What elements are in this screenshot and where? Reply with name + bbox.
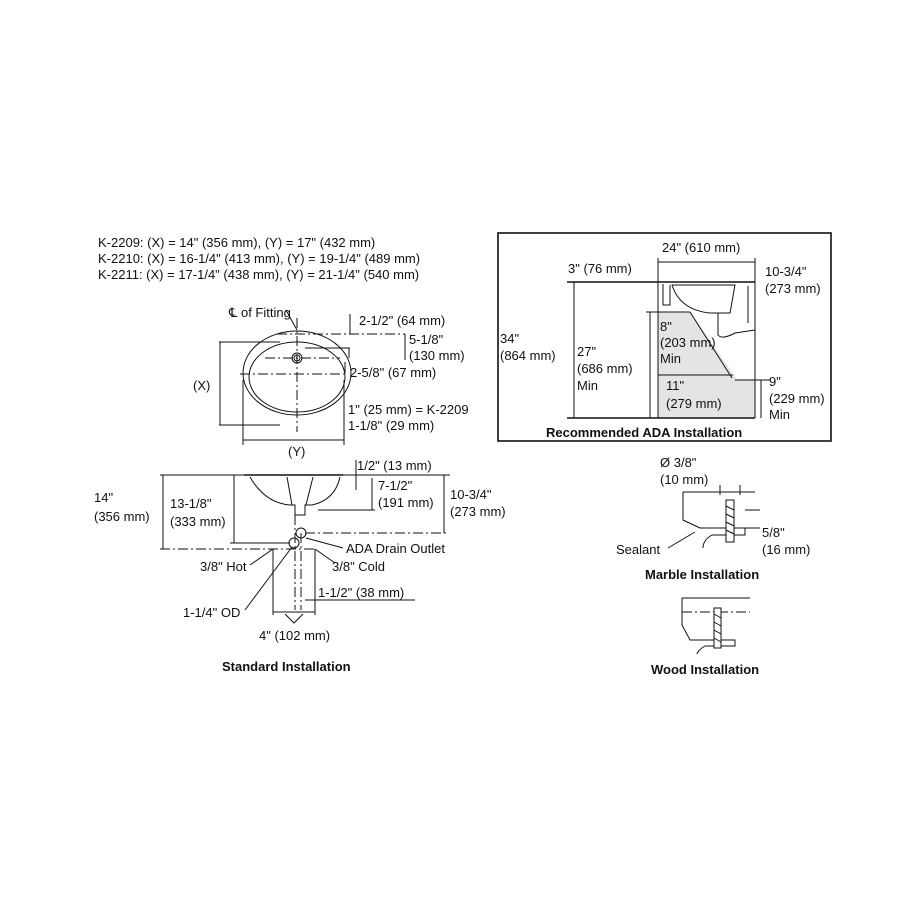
label-cold: 3/8" Cold [332, 559, 385, 574]
dim-34-mm: (864 mm) [500, 348, 556, 363]
basin-profile [249, 476, 341, 516]
wood-screw [713, 607, 722, 649]
model-k2209: K-2209: (X) = 14" (356 mm), (Y) = 17" (4… [98, 235, 375, 250]
model-k2211: K-2211: (X) = 17-1/4" (438 mm), (Y) = 21… [98, 267, 419, 282]
dim-8-mm: (203 mm) [660, 335, 716, 350]
model-k2210: K-2210: (X) = 16-1/4" (413 mm), (Y) = 19… [98, 251, 420, 266]
dim-1-2: 1/2" (13 mm) [357, 458, 432, 473]
dim-1-1-8: 1-1/8" (29 mm) [348, 418, 434, 433]
dim-3: 3" (76 mm) [568, 261, 632, 276]
label-cl-fitting: ℄ of Fitting [228, 305, 291, 320]
dim-1-1-2: 1-1/2" (38 mm) [318, 585, 404, 600]
dim-27: 27" [577, 344, 596, 359]
marble-counter [682, 491, 755, 549]
dim-1in: 1" (25 mm) = K-2209 [348, 402, 469, 417]
dim-27-min: Min [577, 378, 598, 393]
dim-10-3-4: 10-3/4" [450, 487, 492, 502]
dim-dia-mm: (10 mm) [660, 472, 708, 487]
label-y: (Y) [288, 444, 305, 459]
dim-5-1-8-mm: (130 mm) [409, 348, 465, 363]
dim-13-1-8-mm: (333 mm) [170, 514, 226, 529]
plan-view: ℄ of Fitting 2-1/2" (64 mm) 5-1/8" (130 … [193, 305, 469, 459]
marble-installation: Ø 3/8" (10 mm) Sealant 5/8" (16 mm) Marb… [616, 455, 810, 582]
standard-installation-title: Standard Installation [222, 659, 351, 674]
dim-2-5-8: 2-5/8" (67 mm) [350, 365, 436, 380]
dim-9-mm: (229 mm) [769, 391, 825, 406]
wood-counter [681, 597, 750, 655]
dim-4: 4" (102 mm) [259, 628, 330, 643]
wood-installation: Wood Installation [651, 597, 759, 677]
marble-clip-screw [725, 499, 735, 543]
dim-8: 8" [660, 319, 672, 334]
dim-11-mm: (279 mm) [666, 396, 722, 411]
standard-drain-circle [288, 537, 300, 549]
dim-5-1-8: 5-1/8" [409, 332, 444, 347]
dim-dia-3-8: Ø 3/8" [660, 455, 697, 470]
label-ada-drain-outlet: ADA Drain Outlet [346, 541, 445, 556]
dim-5-8: 5/8" [762, 525, 785, 540]
dim-27-mm: (686 mm) [577, 361, 633, 376]
ada-basin [671, 284, 736, 314]
dim-9: 9" [769, 374, 781, 389]
dim-14: 14" [94, 490, 113, 505]
dim-14-mm: (356 mm) [94, 509, 150, 524]
ada-drain-outlet-circle [295, 527, 307, 539]
marble-installation-title: Marble Installation [645, 567, 759, 582]
dim-ada-10-3-4-mm: (273 mm) [765, 281, 821, 296]
knee-clearance-area [658, 312, 755, 418]
dim-24: 24" (610 mm) [662, 240, 740, 255]
dim-13-1-8: 13-1/8" [170, 496, 212, 511]
dim-2-1-2: 2-1/2" (64 mm) [359, 313, 445, 328]
dim-34: 34" [500, 331, 519, 346]
wood-installation-title: Wood Installation [651, 662, 759, 677]
dim-10-3-4-mm: (273 mm) [450, 504, 506, 519]
label-sealant: Sealant [616, 542, 660, 557]
dim-8-min: Min [660, 351, 681, 366]
ada-installation-title: Recommended ADA Installation [546, 425, 742, 440]
dim-ada-10-3-4: 10-3/4" [765, 264, 807, 279]
label-od: 1-1/4" OD [183, 605, 240, 620]
label-hot: 3/8" Hot [200, 559, 247, 574]
ada-installation: 24" (610 mm) 3" (76 mm) 10-3/4" (273 mm)… [497, 232, 832, 442]
label-x: (X) [193, 378, 210, 393]
dim-9-min: Min [769, 407, 790, 422]
dim-11: 11" [666, 378, 684, 393]
standard-installation: 1/2" (13 mm) 7-1/2" (191 mm) 10-3/4" (27… [94, 458, 506, 674]
model-dimensions: K-2209: (X) = 14" (356 mm), (Y) = 17" (4… [98, 235, 420, 282]
dim-7-1-2: 7-1/2" [378, 478, 413, 493]
dim-7-1-2-mm: (191 mm) [378, 495, 434, 510]
dim-5-8-mm: (16 mm) [762, 542, 810, 557]
ada-frame [497, 232, 832, 442]
